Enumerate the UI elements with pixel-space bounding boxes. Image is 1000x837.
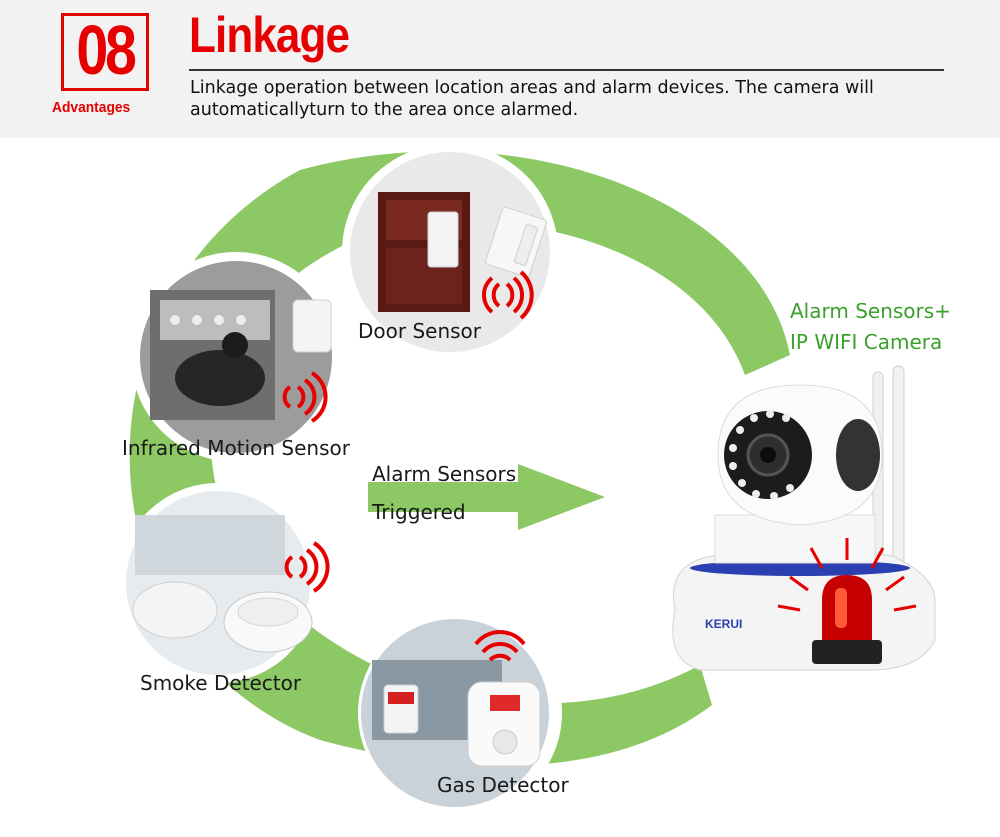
gas-detector-label: Gas Detector xyxy=(437,773,569,797)
smoke-signal-icon xyxy=(284,541,330,593)
ip-camera-illustration: KERUI xyxy=(672,365,936,671)
camera-caption: Alarm Sensors+ IP WIFI Camera xyxy=(790,296,951,358)
gas-signal-icon xyxy=(474,630,526,662)
advantage-badge: 08 xyxy=(61,11,149,91)
siren-icon xyxy=(777,538,917,664)
motion-sensor-label: Infrared Motion Sensor xyxy=(122,436,350,460)
camera-caption-line2: IP WIFI Camera xyxy=(790,330,943,354)
door-sensor-illustration xyxy=(342,144,558,360)
arrow-label-line1: Alarm Sensors xyxy=(372,462,517,486)
arrow-label-line2: Triggered xyxy=(372,500,466,524)
smoke-detector-illustration xyxy=(118,483,318,683)
door-signal-icon xyxy=(481,270,534,320)
page-title: Linkage xyxy=(189,7,350,63)
linkage-diagram: KERUI xyxy=(118,144,936,815)
camera-brand-logo: KERUI xyxy=(705,617,742,631)
door-sensor-label: Door Sensor xyxy=(358,319,482,343)
badge-caption: Advantages xyxy=(52,99,131,116)
trigger-arrow xyxy=(368,464,605,530)
description-text: Linkage operation between location areas… xyxy=(190,78,874,120)
badge-number: 08 xyxy=(76,11,137,89)
gas-detector-illustration xyxy=(358,611,562,815)
camera-caption-line1: Alarm Sensors+ xyxy=(790,299,951,323)
title-divider xyxy=(189,69,944,71)
smoke-detector-label: Smoke Detector xyxy=(140,671,302,695)
motion-sensor-illustration xyxy=(131,252,341,462)
motion-signal-icon xyxy=(282,371,328,423)
